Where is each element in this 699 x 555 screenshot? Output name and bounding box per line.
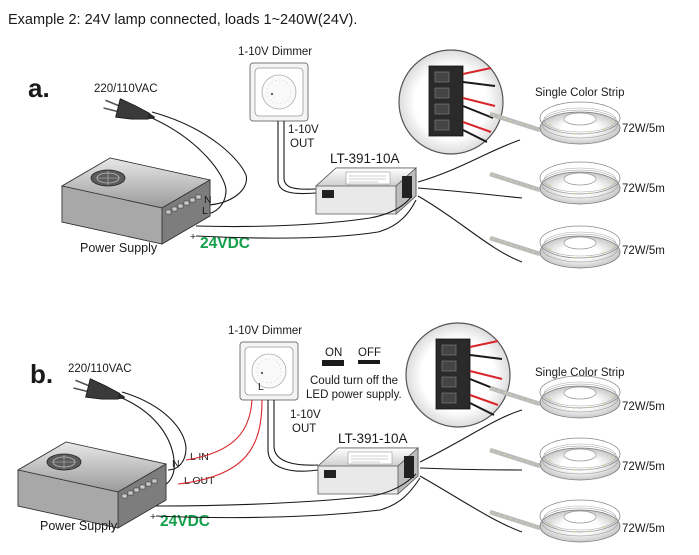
power-plug-icon-b	[71, 374, 128, 408]
out-wire-b-1	[419, 409, 523, 463]
switch-on-icon	[322, 360, 344, 366]
driver-model-b: LT-391-10A	[338, 431, 408, 446]
out-wire-b-2	[419, 467, 523, 471]
dimmer-label-a: 1-10V Dimmer	[238, 46, 312, 58]
power-supply-label-b: Power Supply	[40, 519, 118, 533]
strip-power-b-2: 72W/5m	[622, 461, 665, 473]
section-a: a. 220/110VAC N L + Power Supply 24VDC 1…	[28, 46, 665, 269]
switch-off-label: OFF	[358, 347, 381, 359]
power-supply-icon	[61, 157, 211, 245]
dimmer-out-a-2: OUT	[290, 138, 314, 150]
led-strip-icon-b-2	[490, 437, 621, 481]
red-wire-l-in	[185, 399, 253, 461]
dc-wire-b-minus	[155, 473, 417, 507]
ac-wire-l	[151, 117, 227, 215]
dc-wire-a-minus	[195, 195, 413, 228]
strip-power-b-1: 72W/5m	[622, 401, 665, 413]
ac-wire-b-n	[121, 391, 187, 471]
ac-input-label: 220/110VAC	[94, 83, 158, 95]
switch-note-1: Could turn off the	[310, 375, 398, 387]
strip-power-a-1: 72W/5m	[622, 123, 665, 135]
dimmer-icon-a	[249, 62, 309, 122]
power-plug-icon	[101, 94, 158, 128]
voltage-label-a: 24VDC	[200, 235, 250, 252]
terminal-n-a: N	[204, 194, 212, 206]
driver-model-a: LT-391-10A	[330, 151, 400, 166]
terminal-n-b: N	[172, 458, 180, 470]
terminal-l-a: L	[202, 205, 208, 217]
led-strip-icon-a-1	[490, 101, 621, 145]
section-b: b. 220/110VAC N L IN L OUT + Power Suppl…	[17, 322, 665, 543]
dimmer-wire-a-1	[277, 121, 317, 195]
dimmer-icon-b	[239, 341, 299, 401]
dimmer-out-a-1: 1-10V	[288, 124, 319, 136]
strip-label-b: Single Color Strip	[535, 367, 624, 379]
strip-label-a: Single Color Strip	[535, 87, 624, 99]
switch-note-2: LED power supply.	[306, 389, 402, 401]
dimmer-out-b-1: 1-10V	[290, 409, 321, 421]
led-strip-icon-b-3	[490, 499, 621, 543]
terminal-zoom-b	[405, 322, 511, 428]
ac-wire-n	[151, 111, 248, 206]
terminal-zoom-a	[398, 49, 504, 155]
out-wire-a-2	[417, 187, 523, 199]
dimmer-out-b-2: OUT	[292, 423, 316, 435]
diagram-title: Example 2: 24V lamp connected, loads 1~2…	[8, 12, 357, 28]
dimmer-wire-a-2	[283, 121, 317, 190]
dimmer-label-b: 1-10V Dimmer	[228, 325, 302, 337]
dimmer-wire-b-2	[273, 400, 319, 466]
ac-input-label-b: 220/110VAC	[68, 363, 132, 375]
switch-off-icon	[358, 360, 380, 364]
led-driver-icon-a	[315, 167, 417, 215]
led-driver-icon-b	[317, 447, 419, 495]
led-strip-icon-a-3	[490, 225, 621, 269]
led-strip-icon-a-2	[490, 161, 621, 205]
section-b-label: b.	[30, 359, 53, 389]
strip-power-a-3: 72W/5m	[622, 245, 665, 257]
dimmer-wire-b-1	[267, 400, 319, 472]
dc-wire-b-plus	[155, 477, 421, 519]
red-wire-l-out	[177, 399, 263, 485]
out-wire-a-1	[417, 139, 521, 183]
terminal-plus-b: +	[150, 511, 156, 523]
power-supply-label-a: Power Supply	[80, 241, 158, 255]
strip-power-b-3: 72W/5m	[622, 523, 665, 535]
out-wire-b-3	[419, 475, 523, 533]
dimmer-l-label: L	[258, 381, 264, 393]
terminal-plus-a: +	[190, 231, 196, 243]
switch-on-label: ON	[325, 347, 342, 359]
voltage-label-b: 24VDC	[160, 513, 210, 530]
ac-wire-b-l	[121, 397, 175, 487]
strip-power-a-2: 72W/5m	[622, 183, 665, 195]
power-supply-icon-b	[17, 441, 167, 529]
l-out-label: L OUT	[184, 475, 215, 487]
section-a-label: a.	[28, 73, 50, 103]
dc-wire-a-plus	[195, 199, 417, 239]
out-wire-a-3	[417, 195, 523, 263]
